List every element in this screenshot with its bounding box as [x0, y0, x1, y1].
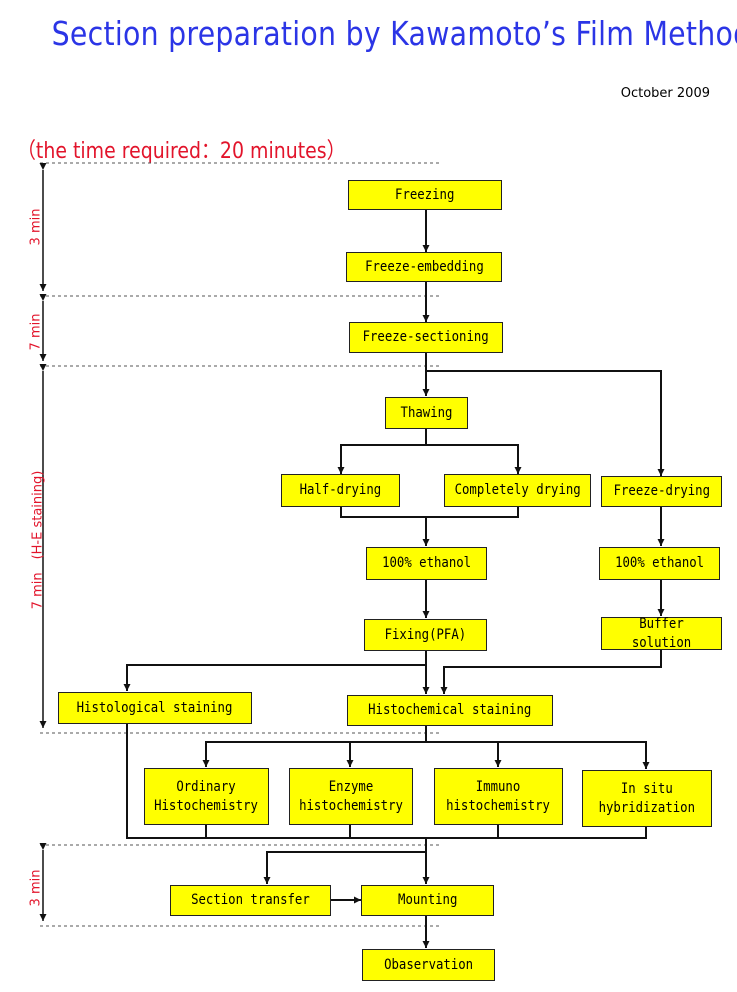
node-freeze-sectioning-label: Freeze-sectioning — [362, 329, 490, 345]
node-mounting: Mounting — [361, 885, 494, 916]
node-in-situ-hybridization: In situ hybridization — [582, 770, 712, 827]
node-histochemical-staining-label: Histochemical staining — [368, 702, 532, 718]
arrow-sectioning-freezedrying — [426, 370, 665, 476]
node-enzyme-histochemistry: Enzyme histochemistry — [289, 768, 413, 825]
node-ethanol-right: 100% ethanol — [599, 547, 720, 580]
node-buffer-solution: Buffer solution — [601, 615, 722, 651]
node-immuno-histochemistry: Immuno histochemistry — [434, 768, 563, 825]
node-ethanol-right-label: 100% ethanol — [614, 555, 705, 571]
node-freeze-drying: Freeze-drying — [601, 476, 722, 507]
node-observation-label: Obaservation — [383, 956, 474, 973]
node-in-situ-hybridization-label: In situ hybridization — [598, 780, 696, 816]
node-observation: Obaservation — [362, 949, 495, 981]
node-buffer-solution-label: Buffer solution — [631, 615, 692, 651]
node-freeze-drying-label: Freeze-drying — [613, 483, 710, 499]
arrow-thawing-completelydrying — [426, 444, 522, 474]
join-drying — [340, 507, 519, 518]
join-methods — [205, 825, 647, 839]
node-freezing-label: Freezing — [395, 186, 455, 203]
node-mounting-label: Mounting — [397, 892, 458, 908]
node-completely-drying-label: Completely drying — [454, 482, 581, 498]
timeline-label: 7 min — [28, 313, 44, 351]
node-fixing: Fixing(PFA) — [364, 619, 487, 651]
arrow-histochemical-ordinary — [202, 726, 427, 767]
node-enzyme-histochemistry-label: Enzyme histochemistry — [299, 778, 403, 814]
page-title: Section preparation by Kawamoto’s Film M… — [51, 14, 737, 53]
node-ordinary-histochemistry-label: Ordinary Histochemistry — [154, 778, 259, 814]
node-freeze-embedding: Freeze-embedding — [346, 252, 502, 282]
node-freezing: Freezing — [348, 180, 502, 210]
arrow-fixing-histological — [123, 664, 426, 691]
node-freeze-embedding-label: Freeze-embedding — [364, 258, 484, 275]
node-fixing-label: Fixing(PFA) — [384, 626, 467, 643]
node-ethanol-left: 100% ethanol — [366, 547, 487, 580]
node-thawing-label: Thawing — [400, 404, 453, 421]
arrow-to-section-transfer — [263, 851, 426, 884]
node-section-transfer: Section transfer — [170, 885, 331, 916]
node-ordinary-histochemistry: Ordinary Histochemistry — [144, 768, 269, 825]
node-thawing: Thawing — [385, 397, 468, 429]
node-freeze-sectioning: Freeze-sectioning — [349, 322, 503, 353]
arrow-buffer-histochemical — [440, 650, 662, 694]
arrow-thawing-halfdrying — [337, 429, 427, 474]
time-required-label: （the time required：20 minutes） — [17, 139, 346, 164]
arrow-histochemical-immuno — [426, 741, 502, 767]
node-immuno-histochemistry-label: Immuno histochemistry — [446, 778, 551, 814]
node-completely-drying: Completely drying — [444, 474, 591, 507]
date-label: October 2009 — [620, 86, 710, 101]
join-histological — [126, 724, 206, 839]
node-histochemical-staining: Histochemical staining — [347, 695, 553, 726]
node-half-drying: Half-drying — [281, 474, 400, 507]
node-section-transfer-label: Section transfer — [191, 892, 310, 908]
timeline-label: 7 min (H-E staining) — [30, 470, 46, 610]
arrow-histochemical-insitu — [498, 741, 650, 769]
node-half-drying-label: Half-drying — [299, 482, 382, 498]
node-ethanol-left-label: 100% ethanol — [381, 555, 472, 571]
timeline-label: 3 min — [28, 869, 44, 907]
timeline-label: 3 min — [28, 208, 44, 246]
node-histological-staining: Histological staining — [58, 692, 252, 724]
node-histological-staining-label: Histological staining — [77, 699, 233, 716]
